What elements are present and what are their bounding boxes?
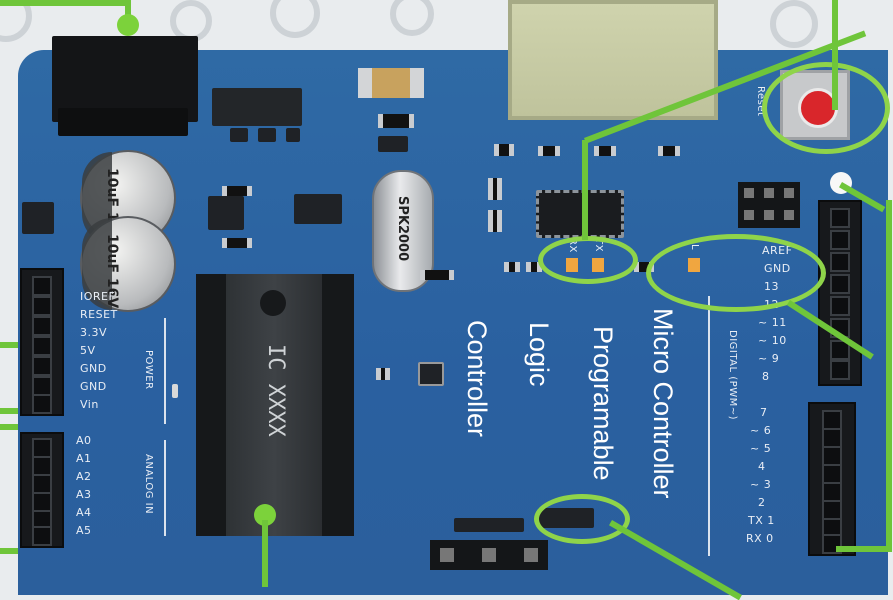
board-title-line4: Controller xyxy=(462,320,492,438)
analog-pin-label: A5 xyxy=(76,524,92,537)
smd-component xyxy=(420,270,454,280)
diode xyxy=(22,202,54,234)
digital-pin-label: 2 xyxy=(758,496,766,509)
callout-ring-l-led xyxy=(646,234,826,312)
dc-power-jack xyxy=(52,36,198,122)
callout-ring-rx-tx xyxy=(538,236,638,284)
callout-ring-bottom-chip xyxy=(534,494,630,544)
callout-line xyxy=(0,424,18,430)
power-pin-label: GND xyxy=(80,380,107,393)
callout-line xyxy=(836,546,892,552)
icsp-header xyxy=(738,182,800,228)
power-pin-label: RESET xyxy=(80,308,118,321)
fuse xyxy=(358,68,424,98)
callout-ring-reset xyxy=(762,62,890,154)
smd-component xyxy=(658,146,680,156)
digital-pin-label: ~ 3 xyxy=(750,478,772,491)
digital-pin-label: ~ 11 xyxy=(758,316,787,329)
chip-notch xyxy=(260,290,286,316)
power-pin-label: Vin xyxy=(80,398,99,411)
dc-power-jack-base xyxy=(58,108,188,136)
power-pin-label: IOREF xyxy=(80,290,116,303)
transistor xyxy=(378,136,408,152)
callout-line xyxy=(832,0,838,110)
power-pin-label: 3.3V xyxy=(80,326,108,339)
smd-component xyxy=(538,146,560,156)
callout-line xyxy=(262,520,268,587)
analog-pin-label: A3 xyxy=(76,488,92,501)
digital-pin-label: RX 0 xyxy=(746,532,774,545)
board-title-line2: Programable xyxy=(588,326,618,481)
board-title-line3: Logic xyxy=(524,322,554,387)
digital-pin-label: TX 1 xyxy=(748,514,775,527)
analog-pin-label: A1 xyxy=(76,452,92,465)
voltage-regulator xyxy=(212,88,302,126)
background-cog xyxy=(390,0,434,36)
digital-label: DIGITAL (PWM~) xyxy=(727,330,738,420)
callout-line xyxy=(0,408,18,414)
analog-header xyxy=(20,432,64,548)
electrolytic-capacitor: 10uF 16V xyxy=(80,216,176,312)
digital-pin-label: ~ 6 xyxy=(750,424,772,437)
smd-component xyxy=(222,186,252,196)
small-chip xyxy=(418,362,444,386)
callout-dot xyxy=(254,504,276,526)
background-cog xyxy=(0,0,32,42)
smd-component xyxy=(222,238,252,248)
analog-pin-label: A0 xyxy=(76,434,92,447)
digital-pin-label: 7 xyxy=(760,406,768,419)
callout-line xyxy=(582,140,588,240)
callout-line xyxy=(125,0,131,22)
callout-line xyxy=(886,200,892,552)
crystal-marking: SPK2000 xyxy=(395,196,410,262)
background-cog xyxy=(770,0,818,48)
callout-line xyxy=(0,342,18,348)
icsp-header-bottom xyxy=(430,540,548,570)
smd-component xyxy=(594,146,616,156)
digital-pin-label: 4 xyxy=(758,460,766,473)
analog-pin-label: A2 xyxy=(76,470,92,483)
regulator-tab xyxy=(258,128,276,142)
main-chip-marking: IC XXXX xyxy=(263,344,288,437)
microcontroller-board: 10uF 16V 10uF 16V SPK2000 Rese xyxy=(18,0,888,595)
analog-label: ANALOG IN xyxy=(143,454,154,515)
power-pin-label: GND xyxy=(80,362,107,375)
smd-component xyxy=(378,114,414,128)
usb-controller-chip xyxy=(536,190,624,238)
regulator-tab xyxy=(230,128,248,142)
regulator-tab xyxy=(286,128,300,142)
digital-header-upper xyxy=(818,200,862,386)
analog-divider xyxy=(164,440,166,536)
power-header xyxy=(20,268,64,416)
digital-header-lower xyxy=(808,402,856,556)
power-divider xyxy=(164,318,166,424)
background-cog xyxy=(270,0,320,38)
digital-pin-label: ~ 10 xyxy=(758,334,787,347)
smd-chip xyxy=(294,194,342,224)
digital-pin-label: ~ 9 xyxy=(758,352,780,365)
callout-line xyxy=(0,548,18,554)
power-pin-label: 5V xyxy=(80,344,96,357)
callout-line xyxy=(0,0,130,6)
smd-component xyxy=(376,368,390,380)
smd-component xyxy=(494,144,514,156)
board-title-line1: Micro Controller xyxy=(648,308,678,499)
main-chip-body xyxy=(226,274,322,536)
smd-component xyxy=(488,210,502,232)
power-label: POWER xyxy=(143,350,154,390)
smd-component xyxy=(488,178,502,200)
digital-pin-label: 8 xyxy=(762,370,770,383)
digital-divider xyxy=(708,296,710,556)
smd-chip xyxy=(454,518,524,532)
smd-chip xyxy=(208,196,244,230)
main-microcontroller-chip: IC XXXX xyxy=(196,274,354,536)
analog-pin-label: A4 xyxy=(76,506,92,519)
indicator-mark xyxy=(172,384,178,398)
smd-component xyxy=(504,262,520,272)
callout-dot xyxy=(117,14,139,36)
usb-connector xyxy=(508,0,718,120)
digital-pin-label: ~ 5 xyxy=(750,442,772,455)
